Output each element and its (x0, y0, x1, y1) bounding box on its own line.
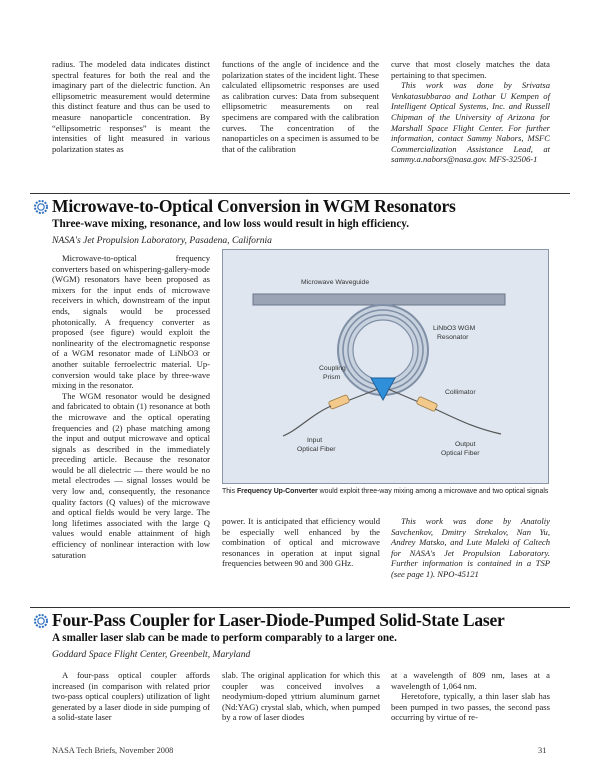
output-label-line2: Optical Fiber (441, 450, 480, 457)
gear-bullet-icon (34, 200, 48, 214)
article-title: Microwave-to-Optical Conversion in WGM R… (52, 196, 456, 216)
article-subtitle: Three-wave mixing, resonance, and low lo… (52, 218, 410, 230)
article-affiliation-2: Goddard Space Flight Center, Greenbelt, … (52, 649, 251, 660)
input-beam (346, 388, 379, 402)
top-column-2: functions of the angle of incidence and … (222, 59, 379, 154)
article-credit: This work was done by Anatoliy Savchenko… (391, 516, 550, 579)
output-fiber (434, 408, 502, 435)
page-number: 31 (538, 746, 547, 755)
article2-column-3: at a wavelength of 809 nm, lases at a wa… (391, 670, 550, 723)
input-fiber (282, 405, 332, 437)
output-beam (387, 388, 422, 404)
waveguide-label: Microwave Waveguide (301, 279, 369, 286)
footer-publication: NASA Tech Briefs, November 2008 (52, 746, 174, 755)
prism-label-line1: Coupling (319, 365, 346, 372)
figure-frame: Microwave Waveguide LiNbO3 WGM Resonator… (222, 249, 549, 484)
article-body-left: Microwave-to-optical frequency converter… (52, 253, 210, 560)
figure-caption: This Frequency Up-Converter would exploi… (222, 488, 549, 495)
wgm-resonator (337, 304, 429, 396)
article-subtitle-2: A smaller laser slab can be made to perf… (52, 632, 397, 644)
input-label-line1: Input (307, 437, 322, 444)
section-divider-2 (30, 607, 570, 608)
gear-bullet-icon (34, 614, 48, 628)
input-collimator (328, 394, 350, 410)
collimator-label: Collimator (445, 389, 476, 396)
section-divider-1 (30, 193, 570, 194)
output-collimator (416, 396, 438, 412)
article2-column-1: A four-pass optical coupler affords incr… (52, 670, 210, 723)
article2-column-2: slab. The original application for which… (222, 670, 380, 723)
article-affiliation: NASA's Jet Propulsion Laboratory, Pasade… (52, 235, 272, 246)
frequency-up-converter-diagram: Microwave Waveguide LiNbO3 WGM Resonator… (252, 279, 506, 457)
resonator-label-line2: Resonator (437, 334, 469, 341)
caption-bold: Frequency Up-Converter (236, 488, 318, 495)
microwave-waveguide (252, 293, 506, 306)
resonator-label-line1: LiNbO3 WGM (433, 325, 476, 332)
input-label-line2: Optical Fiber (297, 446, 336, 453)
output-label-line1: Output (455, 441, 476, 448)
article-body-middle: power. It is anticipated that efficiency… (222, 516, 380, 569)
article-title-2: Four-Pass Coupler for Laser-Diode-Pumped… (52, 610, 505, 630)
top-column-1: radius. The modeled data indicates disti… (52, 59, 210, 154)
top-column-3: curve that most closely matches the data… (391, 59, 550, 165)
prism-label-line2: Prism (323, 374, 341, 381)
